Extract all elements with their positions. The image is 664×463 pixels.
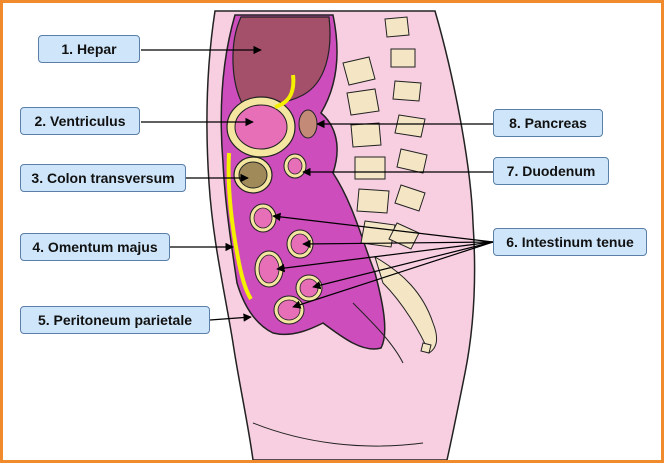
sagittal-abdomen-illustration bbox=[141, 10, 494, 460]
label-duodenum: 7. Duodenum bbox=[493, 157, 609, 185]
greater-omentum bbox=[226, 74, 296, 301]
arrow-intestinum-4 bbox=[312, 241, 494, 290]
label-intestinum-tenue: 6. Intestinum tenue bbox=[493, 228, 647, 256]
label-ventriculus: 2. Ventriculus bbox=[20, 107, 140, 135]
vertebral-column bbox=[342, 16, 437, 354]
arrow-intestinum-3 bbox=[276, 241, 494, 273]
label-peritoneum-parietale: 5. Peritoneum parietale bbox=[20, 306, 210, 334]
pelvic-contour bbox=[252, 422, 424, 447]
label-pancreas: 8. Pancreas bbox=[493, 109, 603, 137]
arrow-intestinum-5 bbox=[292, 241, 494, 309]
arrow-intestinum-1 bbox=[272, 212, 494, 243]
label-hepar: 1. Hepar bbox=[38, 35, 140, 63]
stomach-lumen bbox=[234, 104, 288, 150]
label-omentum-majus: 4. Omentum majus bbox=[20, 233, 170, 261]
pelvic-cavity-line bbox=[352, 302, 404, 364]
pancreas-organ bbox=[298, 109, 318, 139]
transverse-colon-lumen bbox=[238, 161, 268, 189]
label-colon-transversum: 3. Colon transversum bbox=[20, 164, 186, 192]
arrow-peritoneum-parietale bbox=[209, 313, 252, 322]
arrow-intestinum-2 bbox=[302, 239, 494, 249]
